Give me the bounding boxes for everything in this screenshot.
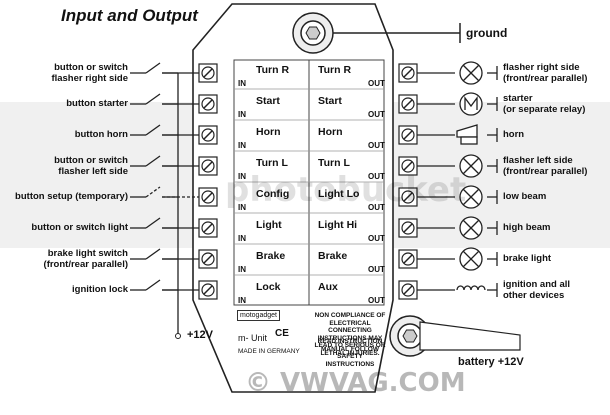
unit-housing xyxy=(192,3,394,393)
input-label: ignition lock xyxy=(72,284,128,295)
brand-logo: motogadget xyxy=(237,310,280,321)
input-label-sub: (front/rear parallel) xyxy=(43,259,128,270)
in-tag: IN xyxy=(238,79,246,88)
in-tag: IN xyxy=(238,203,246,212)
output-label: flasher left side xyxy=(503,155,573,166)
ce-mark: CE xyxy=(275,328,289,339)
function-out-name: Aux xyxy=(318,281,338,293)
function-out-name: Turn L xyxy=(318,157,350,169)
out-tag: OUT xyxy=(368,79,385,88)
made-in-label: MADE IN GERMANY xyxy=(238,348,300,355)
function-out-name: Brake xyxy=(318,250,348,262)
brand-logo-text: motogadget xyxy=(240,312,277,319)
out-tag: OUT xyxy=(368,141,385,150)
function-out-name: Horn xyxy=(318,126,343,138)
input-label: button starter xyxy=(66,98,128,109)
input-label: button or switch light xyxy=(31,222,128,233)
output-label-sub: (front/rear parallel) xyxy=(503,166,588,177)
read-manual-text: READ INSTRUCTION MANUAL FOLLOW SAFETY IN… xyxy=(317,338,383,368)
out-tag: OUT xyxy=(368,234,385,243)
function-in-name: Brake xyxy=(256,250,286,262)
output-label: brake light xyxy=(503,253,552,264)
input-label: button or switch xyxy=(54,155,128,166)
function-in-name: Config xyxy=(256,188,290,200)
in-tag: IN xyxy=(238,296,246,305)
watermark-bottom: © VWVAG.COM xyxy=(245,368,466,398)
in-tag: IN xyxy=(238,110,246,119)
coil-icon xyxy=(456,285,486,291)
input-label: button setup (temporary) xyxy=(15,191,128,202)
out-tag: OUT xyxy=(368,172,385,181)
out-tag: OUT xyxy=(368,110,385,119)
out-tag: OUT xyxy=(368,296,385,305)
output-label: high beam xyxy=(503,222,551,233)
input-switch xyxy=(145,62,161,74)
in-tag: IN xyxy=(238,172,246,181)
motor-icon xyxy=(459,92,483,116)
output-label: flasher right side xyxy=(503,62,580,73)
input-label-sub: flasher right side xyxy=(51,73,128,84)
diagram-title: Input and Output xyxy=(61,6,198,25)
in-tag: IN xyxy=(238,141,246,150)
output-label-sub: (or separate relay) xyxy=(503,104,586,115)
in-tag: IN xyxy=(238,265,246,274)
output-label: low beam xyxy=(503,191,547,202)
plus-12v-label: +12V xyxy=(187,329,213,341)
warning-text: NON COMPLIANCE OF ELECTRICAL CONNECTING … xyxy=(314,312,386,357)
function-out-name: Light Hi xyxy=(318,219,358,231)
ground-label: ground xyxy=(466,26,508,40)
out-tag: OUT xyxy=(368,203,385,212)
input-switch xyxy=(145,217,161,229)
out-tag: OUT xyxy=(368,265,385,274)
horn-icon xyxy=(456,124,478,138)
function-in-name: Lock xyxy=(256,281,281,293)
function-in-name: Turn L xyxy=(256,157,288,169)
input-switch xyxy=(145,124,161,136)
function-in-name: Turn R xyxy=(256,64,290,76)
function-in-name: Light xyxy=(256,219,282,231)
input-switch xyxy=(145,186,161,198)
output-label: horn xyxy=(503,129,525,140)
in-tag: IN xyxy=(238,234,246,243)
watermark-center: photobucket xyxy=(225,170,467,210)
function-in-name: Start xyxy=(256,95,280,107)
function-out-name: Light Lo xyxy=(318,188,360,200)
unit-name: m- Unit xyxy=(238,333,267,343)
input-label-sub: flasher left side xyxy=(58,166,128,177)
function-in-name: Horn xyxy=(256,126,281,138)
input-switch xyxy=(145,93,161,105)
battery-cable xyxy=(419,321,521,351)
input-label: button or switch xyxy=(54,62,128,73)
output-label: starter xyxy=(503,93,533,104)
function-out-name: Start xyxy=(318,95,342,107)
output-label: ignition and all xyxy=(503,279,571,290)
function-out-name: Turn R xyxy=(318,64,352,76)
output-label-sub: other devices xyxy=(503,290,565,301)
output-label-sub: (front/rear parallel) xyxy=(503,73,588,84)
input-switch xyxy=(145,279,161,291)
input-label: button horn xyxy=(74,129,128,140)
input-label: brake light switch xyxy=(47,248,128,259)
input-switch xyxy=(145,155,161,167)
battery-label: battery +12V xyxy=(458,356,524,368)
input-switch xyxy=(145,248,161,260)
